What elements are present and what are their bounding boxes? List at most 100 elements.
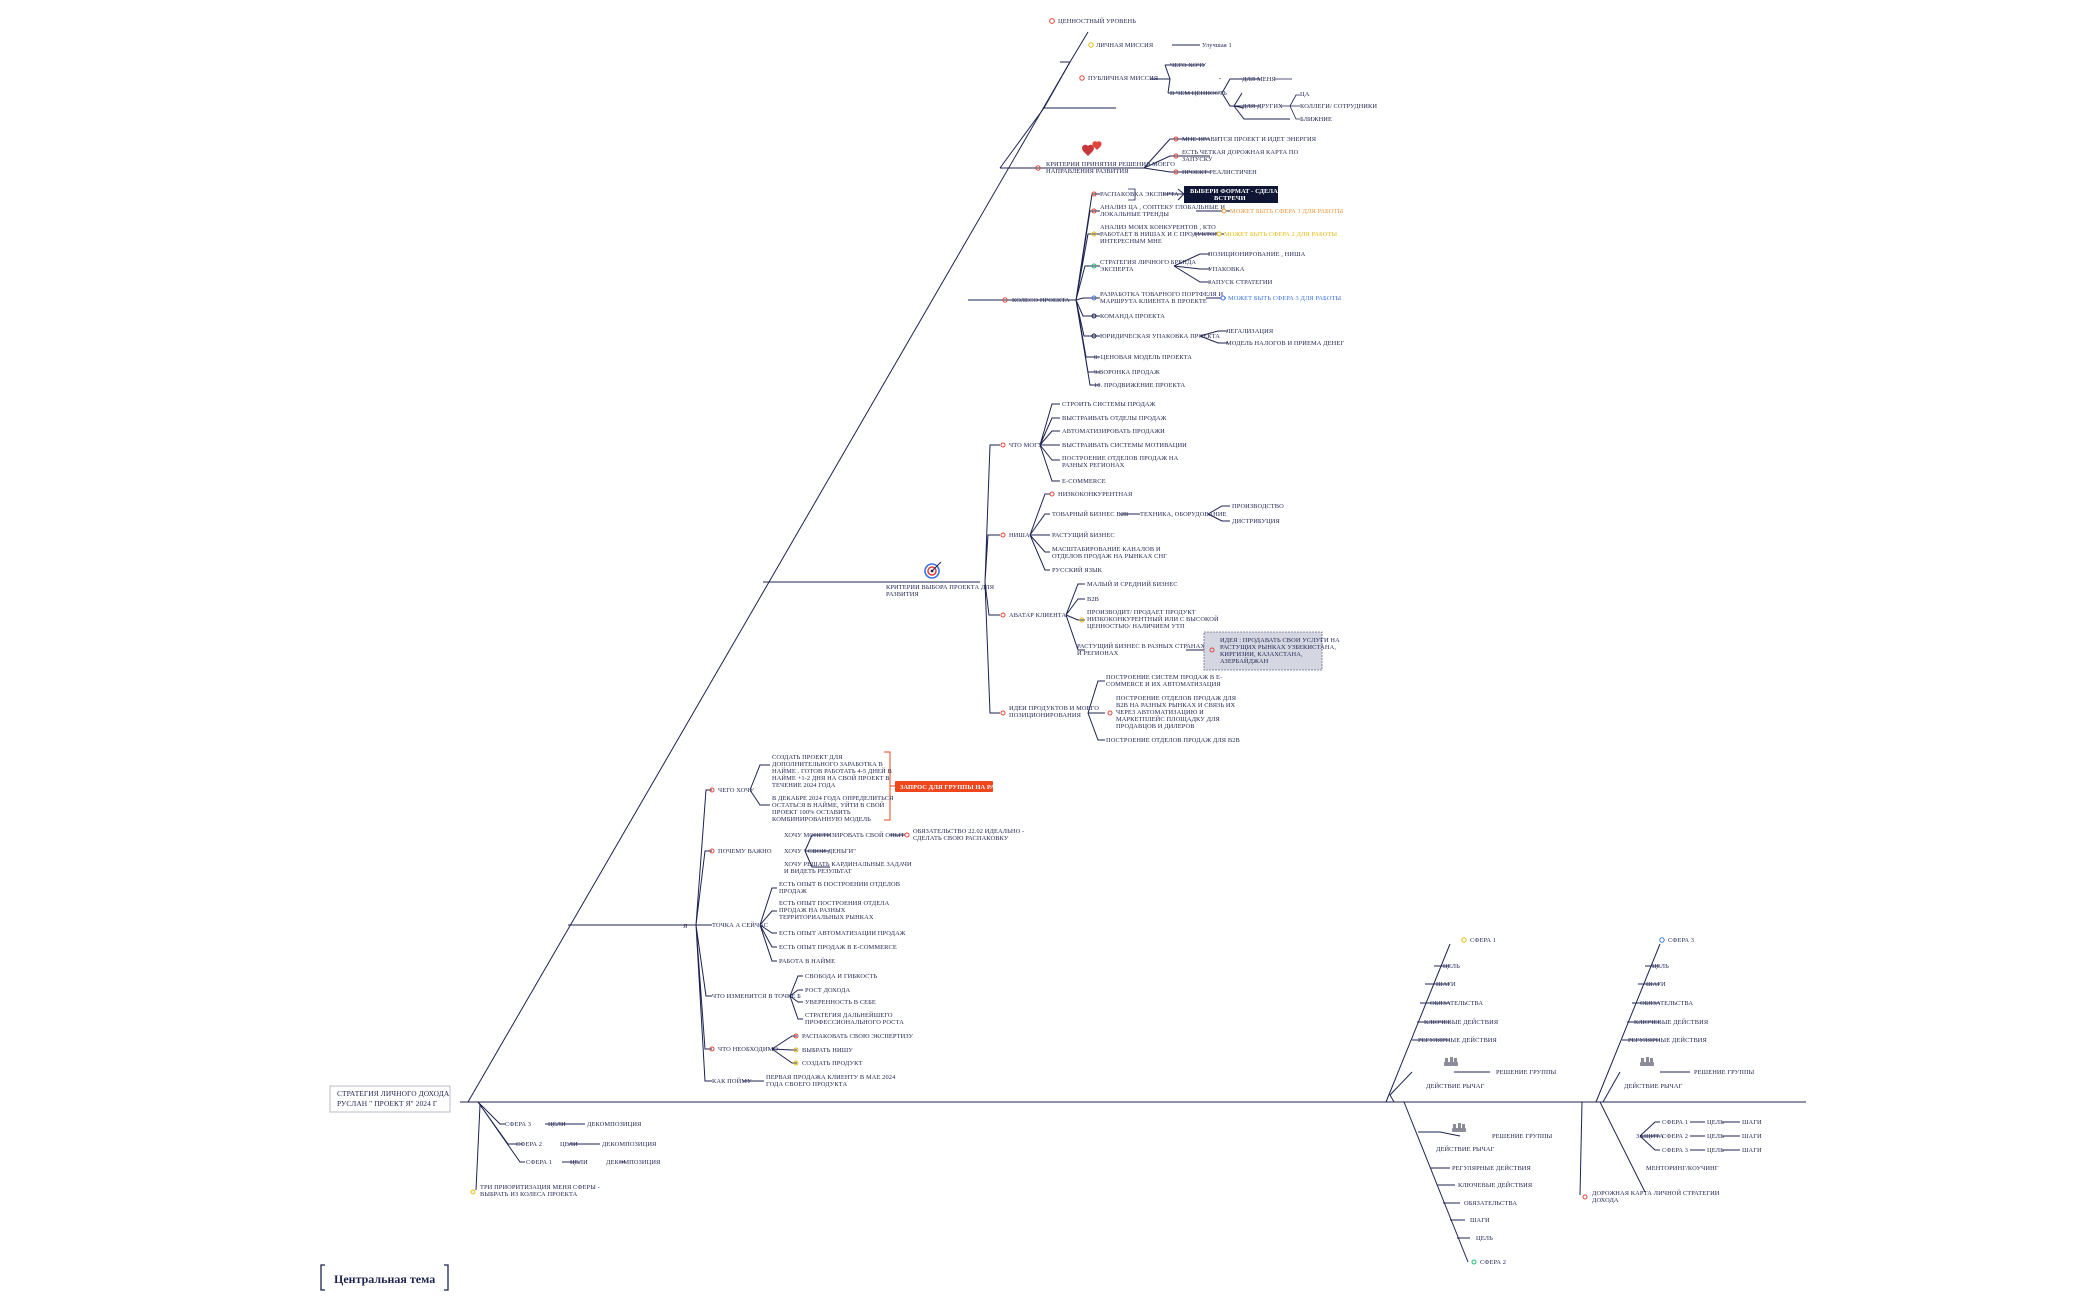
niche-prod: ПРОИЗВОДСТВО <box>1232 503 1284 510</box>
team-marker-icon <box>1091 313 1097 319</box>
sphere3-label: СФЕРА 3 <box>1668 937 1694 944</box>
ideas-item-3: ПОСТРОЕНИЕ ОТДЕЛОВ ПРОДАЖ ДЛЯ В2В <box>1106 737 1240 744</box>
pointa-5: РАБОТА В НАЙМЕ <box>779 957 835 965</box>
sphere2-item-4: ШАГИ <box>1470 1217 1490 1224</box>
brand-marker-icon <box>1091 263 1097 269</box>
avatar-note-box <box>1203 631 1323 671</box>
public-want: ЧЕГО ХОЧУ <box>1170 62 1207 69</box>
legal-marker-icon <box>1091 333 1097 339</box>
connectors <box>460 31 1806 1263</box>
target-icon <box>924 561 942 579</box>
legend-label: Центральная тема <box>334 1272 435 1286</box>
why-c-2: И ВИДЕТЬ РЕЗУЛЬТАТ <box>784 868 852 875</box>
brand-child-3: ЗАПУСК СТРАТЕГИИ <box>1208 279 1273 286</box>
forothers-connector <box>1280 94 1300 120</box>
bl-row1-goal: ЦЕЛИ <box>548 1121 566 1128</box>
dark-note-2: ВСТРЕЧИ <box>1214 195 1246 202</box>
ca-analysis-1: АНАЛИЗ ЦА , СОПТЕКУ ГЛОБАЛЬНЫЕ И <box>1100 204 1225 211</box>
criteria-c1: МНЕ НРАВИТСЯ ПРОЕКТ И ИДЕТ ЭНЕРГИЯ <box>1182 136 1317 143</box>
brand-2: ЭКСПЕРТА <box>1100 266 1134 273</box>
ideas-item-2d: МАРКЕТПЛЕЙС ПЛОЩАДКУ ДЛЯ <box>1116 715 1220 723</box>
legend-bracket <box>320 1264 449 1291</box>
why-b: ХОЧУ " СВОИ ДЕНЬГИ" <box>784 848 856 855</box>
protect-mentor: МЕНТОРИНГ/КОУЧИНГ <box>1646 1165 1719 1172</box>
sphere2-label: СФЕРА 2 <box>1480 1259 1506 1266</box>
wheel-unpack: РАСПАКОВКА ЭКСПЕРТА <box>1100 191 1179 198</box>
niche-marker-icon <box>1000 532 1006 538</box>
why-a: ХОЧУ МОНЕТИЗИРОВАТЬ СВОЙ ОПЫТ <box>784 831 904 839</box>
niche-item-4b: ОТДЕЛОВ ПРОДАЖ НА РЫНКАХ СНГ <box>1052 553 1167 560</box>
bl-row2-sphere: СФЕРА 2 <box>516 1141 542 1148</box>
niche-dist: ДИСТРИБУЦИЯ <box>1232 518 1281 525</box>
public-forme: ДЛЯ МЕНЯ <box>1242 76 1276 83</box>
bl-row2-dec: ДЕКОМПОЗИЦИЯ <box>602 1141 657 1148</box>
sphere1-item-1: ЦЕЛЬ <box>1443 963 1460 970</box>
need-2: ВЫБРАТЬ НИШУ <box>802 1047 853 1054</box>
wheel-team: КОМАНДА ПРОЕКТА <box>1100 313 1165 320</box>
personal-child: Улучшая 1 <box>1202 42 1232 49</box>
niche-item-3: РАСТУЩИЙ БИЗНЕС <box>1052 531 1115 539</box>
criteria-c3: ПРОЕКТ РЕАЛИСТИЧЕН <box>1182 169 1257 176</box>
ca-marker-icon <box>1091 208 1097 214</box>
bl-row2-goal: ЦЕЛИ <box>560 1141 578 1148</box>
can-item-2: ВЫСТРАИВАТЬ ОТДЕЛЫ ПРОДАЖ <box>1062 415 1167 422</box>
public-close: БЛИЖНИЕ <box>1300 116 1332 123</box>
protect-r2-g: ЦЕЛЬ <box>1707 1133 1724 1140</box>
want-a-2: ДОПОЛНИТЕЛЬНОГО ЗАРАБОТКА В <box>772 761 883 768</box>
ideas-label-1: ИДЕИ ПРОДУКТОВ И МОЕГО <box>1009 705 1099 712</box>
wheel-price: 8. ЦЕНОВАЯ МОДЕЛЬ ПРОЕКТА <box>1094 354 1192 361</box>
personal-label: ЛИЧНАЯ МИССИЯ <box>1096 42 1154 49</box>
protect-r3-s: СФЕРА 3 <box>1662 1147 1688 1154</box>
competitors-1: АНАЛИЗ МОИХ КОНКУРЕНТОВ , КТО <box>1100 224 1216 231</box>
know-1: ПЕРВАЯ ПРОДАЖА КЛИЕНТУ В МАЕ 2024 <box>766 1074 896 1081</box>
avatar-item-1: МАЛЫЙ И СРЕДНИЙ БИЗНЕС <box>1087 580 1178 588</box>
public-forothers: ДЛЯ ДРУГИХ <box>1242 103 1283 110</box>
sphere1-label: СФЕРА 1 <box>1470 937 1496 944</box>
selection-label-2: РАЗВИТИЯ <box>886 591 919 598</box>
want-bracket <box>884 751 891 821</box>
avatar-label: АВАТАР КЛИЕНТА <box>1009 612 1066 619</box>
criteria-label-1: КРИТЕРИИ ПРИНЯТИЯ РЕШЕНИЯ МОЕГО <box>1046 161 1175 168</box>
criteria-c2-1: ЕСТЬ ЧЕТКАЯ ДОРОЖНАЯ КАРТА ПО <box>1182 149 1299 156</box>
sphere3-action: ДЕЙСТВИЕ РЫЧАГ <box>1624 1082 1683 1090</box>
pointa-2b: ПРОДАЖ НА РАЗНЫХ <box>779 907 846 914</box>
can-item-4: ВЫСТРАИВАТЬ СИСТЕМЫ МОТИВАЦИИ <box>1062 442 1187 449</box>
criteria-marker-icon <box>1035 165 1041 171</box>
ideas-item-2b: В2В НА РАЗНЫХ РЫНКАХ И СВЯЗЬ ИХ <box>1116 702 1236 709</box>
protect-r1-s: СФЕРА 1 <box>1662 1119 1688 1126</box>
wheel-funnel: 9.ВОРОНКА ПРОДАЖ <box>1094 369 1160 376</box>
avatar-item-3b: НИЗКОКОНКУРЕНТНЫЙ ИЛИ С ВЫСОКОЙ <box>1087 615 1219 623</box>
sphere3-item-4: КЛЮЧЕВЫЕ ДЕЙСТВИЯ <box>1634 1018 1709 1026</box>
need-label: ЧТО НЕОБХОДИМО <box>718 1046 778 1053</box>
top-title-marker-icon <box>1049 18 1055 24</box>
sphere1-item-3: ОБЯЗАТЕЛЬСТВА <box>1430 1000 1483 1007</box>
ideas-item-1b: COMMERCE И ИХ АВТОМАТИЗАЦИЯ <box>1106 681 1221 688</box>
avatar-item-4a: РАСТУЩИЙ БИЗНЕС В РАЗНЫХ СТРАНАХ <box>1077 642 1205 650</box>
brand-child-2: УПАКОВКА <box>1208 266 1245 273</box>
ca-analysis-2: ЛОКАЛЬНЫЕ ТРЕНДЫ <box>1100 211 1169 218</box>
sphere2-item-3: ОБЯЗАТЕЛЬСТВА <box>1464 1200 1517 1207</box>
brand-child-1: ПОЗИЦИОНИРОВАНИЕ , НИША <box>1208 251 1306 258</box>
niche-item-1: НИЗКОКОНКУРЕНТНАЯ <box>1058 491 1133 498</box>
can-item-6: E-COMMERCE <box>1062 478 1106 485</box>
pointa-4: ЕСТЬ ОПЫТ ПРОДАЖ В Е-COMMERCE <box>779 944 897 951</box>
root-frame <box>329 1085 451 1113</box>
note-orange: МОЖЕТ БЫТЬ СФЕРА 1 ДЛЯ РАБОТЫ <box>1230 208 1343 215</box>
why-note-1: ОБЯЗАТЕЛЬСТВО 22.02 ИДЕАЛЬНО - <box>913 828 1024 835</box>
niche-item-2: ТОВАРНЫЙ БИЗНЕС В2В <box>1052 510 1128 518</box>
note-blue: МОЖЕТ БЫТЬ СФЕРА 3 ДЛЯ РАБОТЫ <box>1228 295 1341 302</box>
why-note-2: СДЕЛАТЬ СВОЮ РАСПАКОВКУ <box>913 835 1009 842</box>
criteria-label-2: НАПРАВЛЕНИЯ РАЗВИТИЯ <box>1046 168 1129 175</box>
avatar-item3-marker-icon <box>1079 617 1085 623</box>
avatar-note-4: АЗЕРБАЙДЖАН <box>1220 657 1269 665</box>
want-tag-box <box>895 781 993 792</box>
lowcomp-marker-icon <box>1049 491 1055 497</box>
can-item-5a: ПОСТРОЕНИЕ ОТДЕЛОВ ПРОДАЖ НА <box>1062 455 1179 462</box>
want-a-1: СОЗДАТЬ ПРОЕКТ ДЛЯ <box>772 754 843 761</box>
sphere1-action: ДЕЙСТВИЕ РЫЧАГ <box>1426 1082 1485 1090</box>
need-2-marker-icon <box>793 1047 799 1053</box>
prioritize-2: ВЫБРАТЬ ИЗ КОЛЕСА ПРОЕКТА <box>480 1191 578 1198</box>
pointa-label: ТОЧКА А СЕЙЧАС <box>712 921 768 929</box>
avatar-item-3c: ЦЕННОСТЬЮ/ НАЛИЧИЕМ УТП <box>1087 623 1185 630</box>
